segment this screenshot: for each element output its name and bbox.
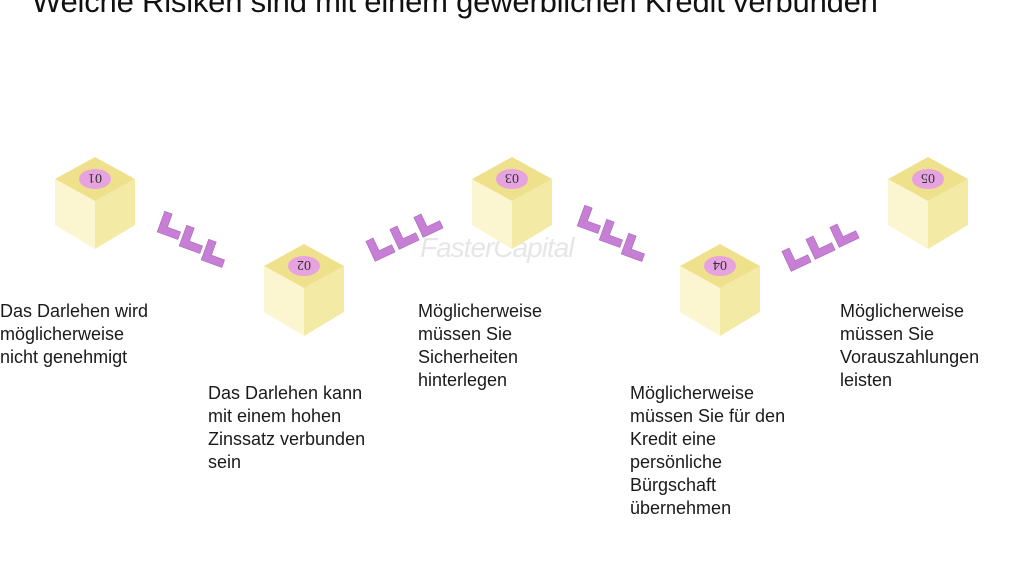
chevron-arrow-group	[365, 213, 444, 262]
cube-left-face	[472, 179, 512, 249]
description-line: Möglicherweise	[630, 383, 755, 403]
description-line: Das Darlehen kann	[208, 383, 363, 403]
cube-left-face	[680, 266, 720, 336]
chevron-icon	[620, 232, 645, 262]
description-line: Bürgschaft	[630, 475, 717, 495]
description-line: hinterlegen	[418, 370, 508, 390]
description-line: Vorauszahlungen	[840, 347, 980, 367]
step-number: 02	[297, 257, 311, 272]
description-line: Zinssatz verbunden	[208, 429, 366, 449]
chevron-icon	[389, 225, 420, 250]
chevron-icon	[598, 218, 623, 248]
description-line: Das Darlehen wird	[0, 301, 149, 321]
description-line: leisten	[840, 370, 893, 390]
cube-step-03: 03	[472, 157, 552, 249]
description-line: Möglicherweise	[840, 301, 965, 321]
description-line: müssen Sie	[418, 324, 513, 344]
cube-right-face	[95, 179, 135, 249]
description-line: übernehmen	[630, 498, 732, 518]
description-line: Sicherheiten	[418, 347, 519, 367]
cube-left-face	[55, 179, 95, 249]
chevron-arrow-group	[576, 204, 645, 262]
step-description: Das Darlehen wird möglicherweise nicht gen…	[0, 300, 190, 369]
step-number: 03	[505, 170, 519, 185]
description-line: Kredit eine	[630, 429, 717, 449]
cube-left-face	[888, 179, 928, 249]
step-badge	[704, 256, 736, 276]
cube-step-04: 04	[680, 244, 760, 336]
step-number: 04	[713, 257, 727, 272]
description-line: nicht genehmigt	[0, 347, 128, 367]
step-badge	[79, 169, 111, 189]
chevron-icon	[365, 237, 396, 262]
cube-left-face	[264, 266, 304, 336]
description-line: möglicherweise	[0, 324, 125, 344]
cube-step-01: 01	[55, 157, 135, 249]
description-line: müssen Sie	[840, 324, 935, 344]
description-line: mit einem hohen	[208, 406, 342, 426]
chevron-icon	[178, 224, 203, 254]
chevron-icon	[413, 213, 444, 238]
chevron-icon	[156, 210, 181, 240]
cube-right-face	[928, 179, 968, 249]
chevron-icon	[829, 223, 860, 248]
description-line: persönliche	[630, 452, 723, 472]
cube-right-face	[304, 266, 344, 336]
description-line: müssen Sie für den	[630, 406, 786, 426]
cube-right-face	[512, 179, 552, 249]
step-badge	[912, 169, 944, 189]
description-line: Möglicherweise	[418, 301, 543, 321]
step-badge	[288, 256, 320, 276]
description-line: sein	[208, 452, 242, 472]
cube-step-02: 02	[264, 244, 344, 336]
cube-right-face	[720, 266, 760, 336]
step-number: 01	[88, 170, 102, 185]
chevron-icon	[576, 204, 601, 234]
chevron-arrow-group	[781, 223, 860, 272]
step-badge	[496, 169, 528, 189]
chevron-icon	[805, 235, 836, 260]
chevron-arrow-group	[156, 210, 225, 268]
step-number: 05	[921, 170, 935, 185]
chevron-icon	[781, 247, 812, 272]
slide-title: Welche Risiken sind mit einem gewerblich…	[32, 0, 878, 19]
chevron-icon	[200, 238, 225, 268]
cube-step-05: 05	[888, 157, 968, 249]
